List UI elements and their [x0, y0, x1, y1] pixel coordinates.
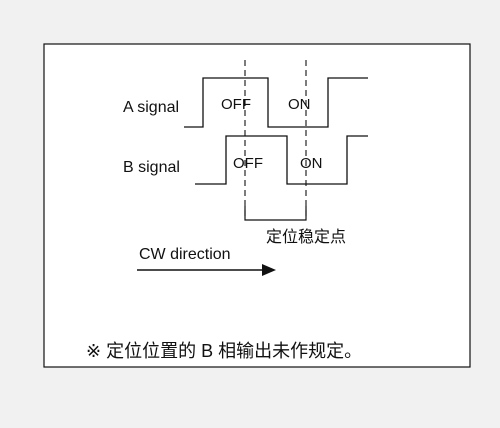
signal-a-on-label: ON [288, 96, 311, 113]
signal-b-on-label: ON [300, 155, 323, 172]
direction-arrow-icon [262, 264, 276, 276]
diagram-panel [43, 43, 471, 368]
footnote-text: ※ 定位位置的 B 相输出未作规定。 [86, 341, 362, 361]
signal-a-waveform [184, 77, 368, 128]
signal-a-off-label: OFF [221, 96, 251, 113]
signal-a-label: A signal [123, 99, 179, 116]
direction-label: CW direction [139, 246, 231, 263]
signal-b-label: B signal [123, 159, 180, 176]
stable-point-bracket [244, 206, 307, 221]
signal-b-off-label: OFF [233, 155, 263, 172]
stable-point-label: 定位稳定点 [266, 228, 346, 246]
signal-b-waveform [195, 135, 368, 185]
